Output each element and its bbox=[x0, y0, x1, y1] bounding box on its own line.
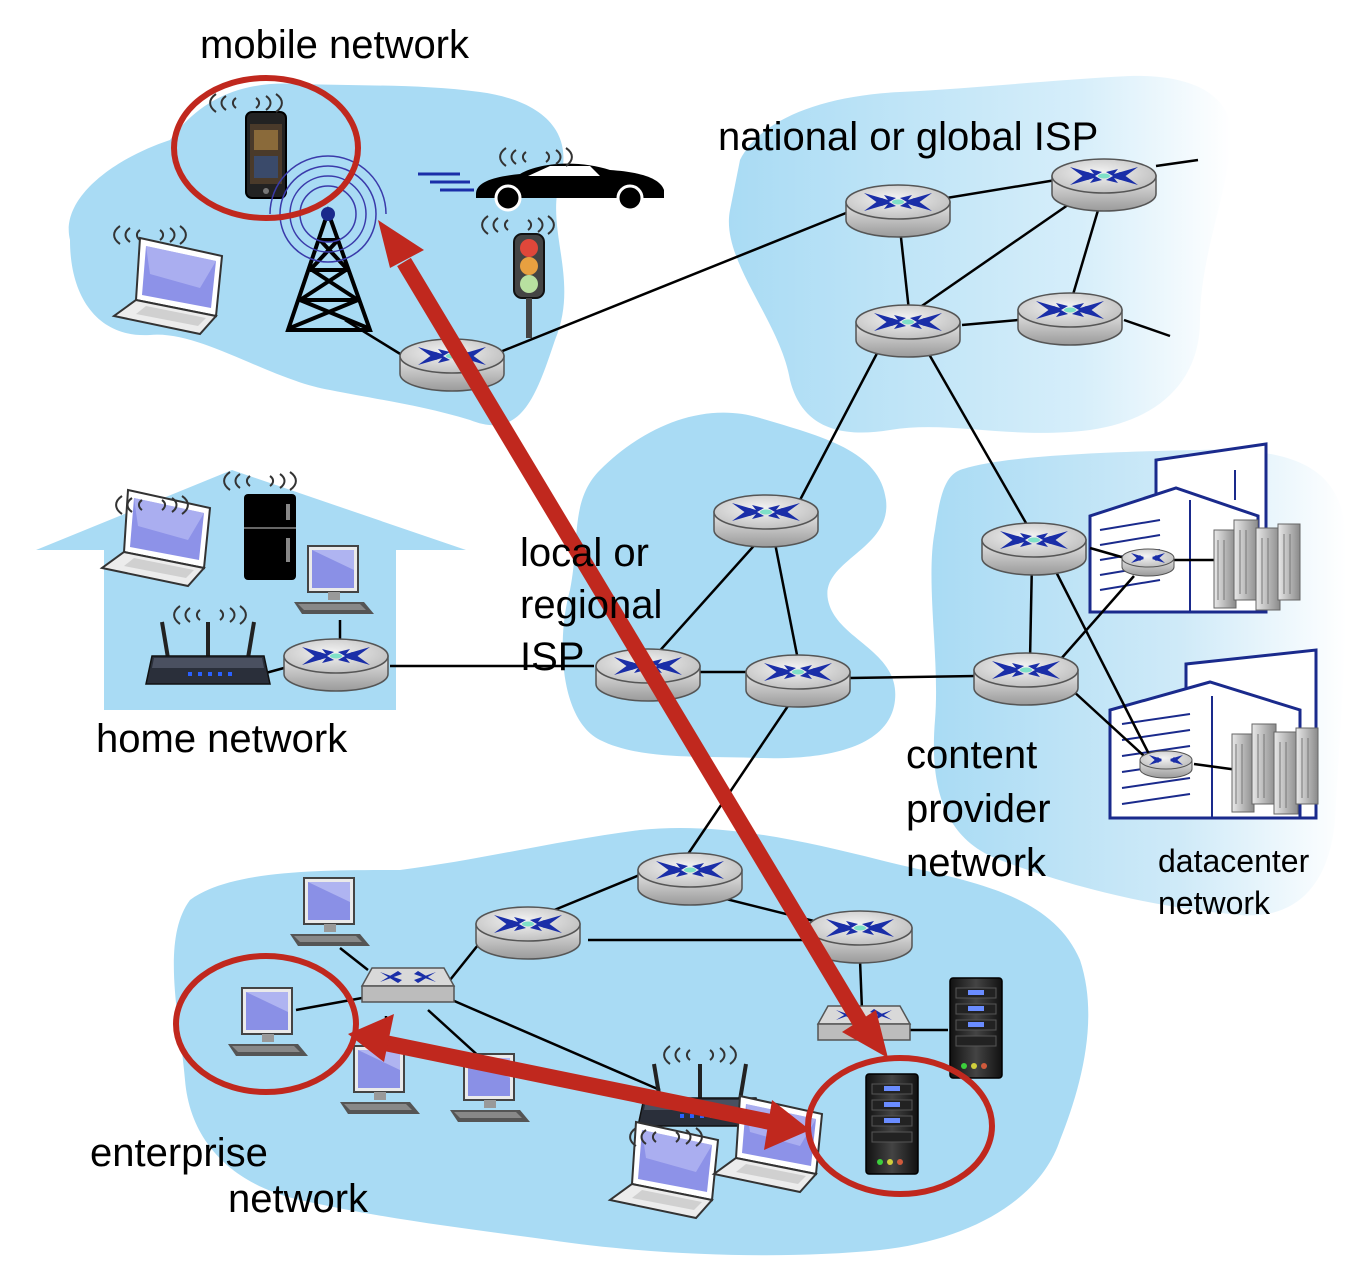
enterprise-arrow bbox=[348, 1014, 810, 1150]
radio-waves-icon bbox=[269, 155, 387, 263]
enterprise-label-line1: enterprise bbox=[90, 1131, 268, 1175]
server-icon bbox=[949, 977, 1003, 1079]
router-icon bbox=[475, 906, 581, 960]
router-icon bbox=[845, 184, 951, 238]
enterprise-label-line2: network bbox=[228, 1177, 369, 1221]
server-rack-icon bbox=[1231, 723, 1319, 815]
regional-isp-label-line3: ISP bbox=[520, 635, 584, 679]
router-icon bbox=[981, 522, 1087, 576]
content-provider-label-line3: network bbox=[906, 841, 1047, 885]
regional-isp-label-line2: regional bbox=[520, 583, 662, 627]
smartphone-icon bbox=[245, 111, 287, 199]
router-icon bbox=[1017, 292, 1123, 346]
router-icon bbox=[745, 654, 851, 708]
router-icon bbox=[1051, 158, 1157, 212]
highlight-smartphone bbox=[171, 75, 361, 221]
highlight-enterprise-pc bbox=[173, 953, 359, 1095]
server-icon bbox=[865, 1073, 919, 1175]
highlight-server bbox=[805, 1055, 995, 1197]
mobile-network-label: mobile network bbox=[200, 23, 470, 67]
regional-isp-label-line1: local or bbox=[520, 531, 649, 575]
home-network-label: home network bbox=[96, 717, 348, 761]
highlight-circles bbox=[171, 75, 995, 1197]
datacenter-label-line2: network bbox=[1158, 885, 1271, 921]
router-icon bbox=[1139, 750, 1193, 779]
router-icon bbox=[973, 652, 1079, 706]
car-icon bbox=[418, 163, 664, 212]
router-icon bbox=[283, 638, 389, 692]
router-icon bbox=[1121, 548, 1175, 577]
highlight-arrows bbox=[348, 220, 888, 1150]
router-icon bbox=[713, 494, 819, 548]
content-provider-label-line1: content bbox=[906, 733, 1037, 777]
server-rack-icon bbox=[1213, 519, 1301, 611]
router-icon bbox=[637, 852, 743, 906]
long-diagonal-arrow bbox=[378, 220, 888, 1058]
router-icon bbox=[855, 304, 961, 358]
refrigerator-icon bbox=[244, 494, 296, 580]
switch-icon bbox=[361, 967, 455, 1003]
national-isp-label: national or global ISP bbox=[718, 115, 1098, 159]
cell-tower-icon bbox=[285, 205, 373, 332]
datacenter-label-line1: datacenter bbox=[1158, 843, 1310, 879]
traffic-light-icon bbox=[513, 233, 545, 338]
cell-tower-antenna bbox=[321, 207, 335, 221]
content-provider-label-line2: provider bbox=[906, 787, 1051, 831]
